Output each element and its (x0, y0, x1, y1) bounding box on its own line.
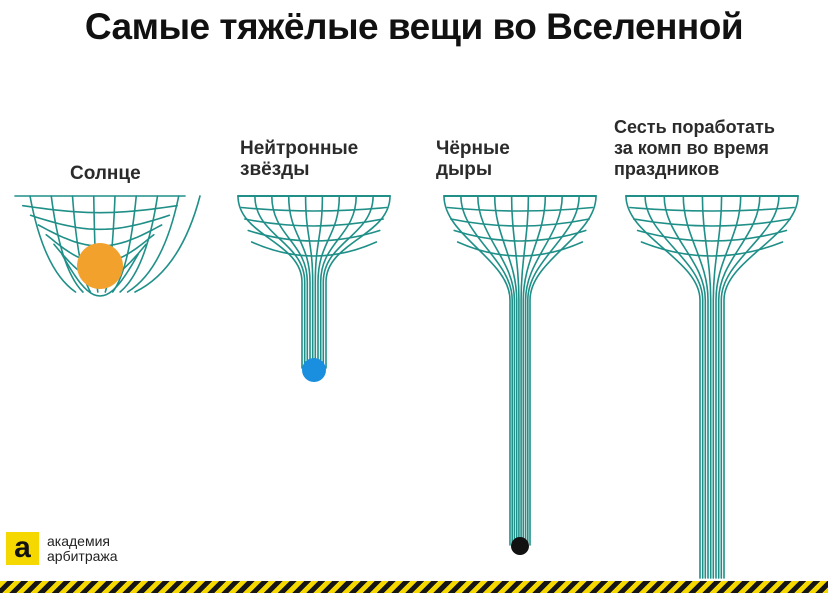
neutron-grid-line (240, 206, 388, 212)
blackhole-grid-line (477, 195, 516, 546)
brand-name-line-2: арбитража (47, 547, 118, 564)
blackhole-grid-line (453, 229, 587, 242)
neutron-grid-line (237, 195, 303, 369)
blackhole-grid-line (522, 195, 547, 546)
sun-grid-line (61, 253, 140, 297)
label-neutron-line-2: звёзды (240, 159, 310, 180)
sun-grid-line (119, 195, 159, 293)
label-holidays-line-3: праздников (614, 159, 720, 179)
blackhole-grid-line (520, 195, 530, 546)
label-sun: Солнце (70, 163, 141, 184)
brand-logo: а академия арбитража (6, 532, 118, 565)
holidays-grid-line (717, 195, 761, 579)
sun-grid-line (22, 204, 178, 214)
holidays-grid-line (629, 206, 795, 212)
neutron-grid-line (287, 195, 311, 369)
holidays-grid-line (625, 195, 701, 579)
sun-grid-line (111, 195, 138, 293)
blackhole-grid-line (456, 241, 584, 257)
neutron-grid-line (304, 195, 314, 369)
blackhole-grid-line (527, 195, 580, 546)
holidays-grid-line (712, 195, 723, 579)
black-hole-ball (511, 537, 529, 555)
holidays-grid-line (632, 218, 792, 227)
holidays-grid-line (715, 195, 742, 579)
neutron-grid-line (317, 195, 341, 369)
brand-name-line-1: академия (47, 532, 110, 549)
label-holidays: Сесть поработать за комп во время праздн… (614, 117, 775, 180)
neutron-star-ball (302, 358, 326, 382)
label-blackhole-line-1: Чёрные (436, 138, 510, 159)
blackhole-grid-line (529, 195, 597, 546)
bottom-hazard-stripe (0, 581, 828, 593)
spacetime-grids (14, 195, 799, 579)
neutron-grid-line (247, 229, 381, 242)
label-sun-line-1: Солнце (70, 163, 141, 184)
sun-grid-line (50, 195, 84, 293)
holidays-grid-line (720, 195, 780, 579)
holidays-grid-line (663, 195, 707, 579)
holidays-grid-line (644, 195, 704, 579)
neutron-grid-line (325, 195, 391, 369)
sun-grid-line (29, 214, 171, 231)
label-neutron: Нейтронные звёзды (240, 138, 358, 180)
neutron-grid-line (250, 241, 378, 257)
label-holidays-line-1: Сесть поработать (614, 117, 775, 137)
brand-name: академия арбитража (47, 532, 118, 564)
label-neutron-line-1: Нейтронные (240, 138, 359, 159)
holidays-grid-line (723, 195, 799, 579)
blackhole-grid-line (446, 206, 594, 212)
neutron-grid-line (319, 195, 357, 369)
neutron-grid-line (244, 218, 384, 227)
holidays-grid-line (701, 195, 712, 579)
neutron-grid-line (322, 195, 374, 369)
neutron-grid-line (314, 195, 324, 369)
sun-grid-line (126, 195, 180, 293)
neutron-grid-line (271, 195, 309, 369)
blackhole-grid-line (524, 195, 563, 546)
brand-logo-letter: а (14, 531, 31, 564)
holidays-grid-line (682, 195, 709, 579)
blackhole-grid-line (443, 195, 511, 546)
neutron-grid-line (254, 195, 306, 369)
brand-logo-icon: а (6, 532, 39, 565)
sun-grid-line (29, 195, 77, 293)
label-holidays-line-2: за комп во время (614, 138, 769, 158)
sun-ball (77, 243, 123, 289)
blackhole-grid-line (450, 218, 590, 227)
holidays-grid-line (640, 241, 784, 257)
blackhole-grid-line (510, 195, 520, 546)
sun-grid-line (134, 195, 201, 293)
holidays-grid-line (636, 229, 788, 242)
blackhole-grid-line (460, 195, 513, 546)
label-blackhole-line-2: дыры (436, 159, 493, 180)
page-title: Самые тяжёлые вещи во Вселенной (84, 6, 744, 47)
blackhole-grid-line (493, 195, 518, 546)
label-blackhole: Чёрные дыры (436, 138, 510, 180)
